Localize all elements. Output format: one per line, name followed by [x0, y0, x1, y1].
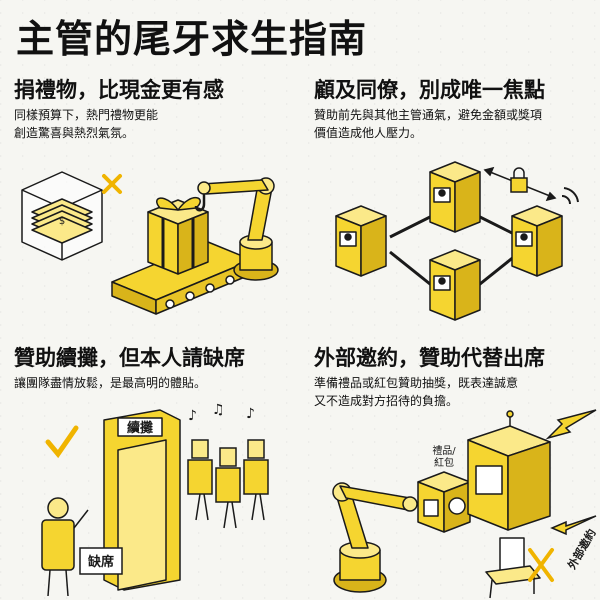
desc-line: 又不造成對方招待的負擔。: [314, 394, 459, 408]
panel-description: 讓團隊盡情放鬆，是最高明的體貼。: [14, 374, 284, 392]
server-top: [429, 161, 481, 233]
panel-heading: 贊助續攤，但本人請缺席: [14, 346, 245, 370]
empty-chair-icon: [485, 537, 541, 599]
panel-description: 同樣預算下，熱門禮物更能 創造驚喜與熱烈氣氛。: [14, 106, 284, 142]
server-right: [511, 205, 563, 277]
server-left: [335, 205, 387, 277]
tip-panel-afterparty: 贊助續攤，但本人請缺席 讓團隊盡情放鬆，是最高明的體貼。 續攤 ♪ ♫ ♪: [0, 330, 300, 600]
checkmark-icon: [45, 425, 79, 459]
svg-text:♪: ♪: [188, 408, 197, 424]
arrow-icon: [545, 409, 597, 536]
gift-box-icon: [417, 471, 471, 533]
panel-heading: 顧及同僚，別成唯一焦點: [314, 78, 545, 102]
tip-panel-colleagues: 顧及同僚，別成唯一焦點 贊助前先與其他主管通氣，避免金額或獎項 價值造成他人壓力…: [300, 62, 600, 332]
desc-line: 創造驚喜與熱烈氣氛。: [14, 126, 135, 140]
absent-sign: [79, 547, 123, 575]
lock-icon: [483, 166, 557, 202]
svg-text:♪: ♪: [246, 406, 255, 422]
desc-line: 贊助前先與其他主管通氣，避免金額或獎項: [314, 108, 543, 122]
panel-description: 贊助前先與其他主管通氣，避免金額或獎項 價值造成他人壓力。: [314, 106, 584, 142]
gift-box-icon: [147, 197, 209, 275]
svg-text:♫: ♫: [212, 402, 225, 418]
panel-heading: 外部邀約，贊助代替出席: [314, 346, 545, 370]
desc-line: 同樣預算下，熱門禮物更能: [14, 108, 159, 122]
machine-icon: [467, 410, 551, 531]
cross-icon: [528, 548, 554, 582]
desc-line: 準備禮品或紅包贊助抽獎，既表達誠意: [314, 376, 519, 390]
tip-panel-gift: 捐禮物，比現金更有感 同樣預算下，熱門禮物更能 創造驚喜與熱烈氣氛。 $: [0, 62, 300, 332]
robot-arm-icon: [194, 177, 279, 281]
dancing-people: [187, 439, 269, 529]
doorway: [103, 409, 181, 591]
invite-label: 外部邀約: [564, 526, 599, 572]
desc-line: 價值造成他人壓力。: [314, 126, 423, 140]
tip-panel-external: 外部邀約，贊助代替出席 準備禮品或紅包贊助抽獎，既表達誠意 又不造成對方招待的負…: [300, 330, 600, 600]
server-bottom: [429, 249, 481, 321]
signal-icon: [561, 187, 579, 205]
gift-label-line1: 禮品/: [432, 444, 456, 457]
music-notes-icon: ♪ ♫ ♪: [188, 402, 255, 424]
panel-description: 準備禮品或紅包贊助抽獎，既表達誠意 又不造成對方招待的負擔。: [314, 374, 584, 410]
server-network-illustration: [335, 161, 579, 321]
afterparty-sign: 續攤: [127, 420, 153, 436]
desc-line: 讓團隊盡情放鬆，是最高明的體貼。: [14, 376, 207, 390]
boss-figure: [41, 497, 89, 597]
afterparty-illustration: 續攤 ♪ ♫ ♪ 缺席: [41, 402, 269, 597]
svg-text:$: $: [59, 216, 65, 227]
panel-heading: 捐禮物，比現金更有感: [14, 78, 224, 102]
cross-icon: [102, 174, 122, 194]
absent-label: 缺席: [87, 554, 114, 570]
cash-box-icon: $: [21, 171, 103, 261]
gift-label-line2: 紅包: [434, 456, 454, 469]
page-title: 主管的尾牙求生指南: [16, 17, 368, 61]
robot-arm-icon: [332, 482, 418, 593]
external-invite-illustration: 禮品/ 紅包 外部邀約: [332, 409, 599, 599]
gift-conveyor-illustration: $: [21, 171, 279, 315]
